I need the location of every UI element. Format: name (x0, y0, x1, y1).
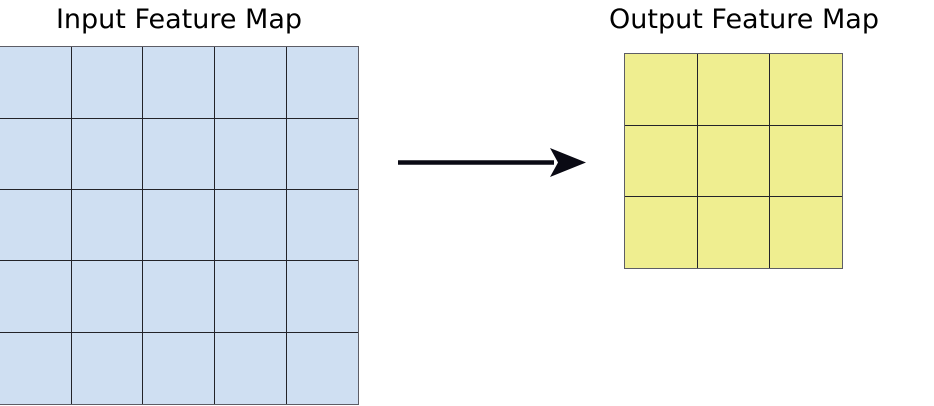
input-feature-map-grid (0, 46, 359, 405)
input-feature-map-cell (142, 331, 216, 405)
arrow-head (550, 148, 586, 177)
input-feature-map-cell (285, 117, 359, 191)
output-feature-map-cell (624, 53, 699, 127)
input-feature-map-cell (285, 331, 359, 405)
input-feature-map-cell (70, 117, 144, 191)
input-feature-map-cell (70, 46, 144, 120)
input-feature-map-cell (142, 46, 216, 120)
output-feature-map-cell (768, 53, 843, 127)
input-feature-map-cell (0, 331, 73, 405)
input-feature-map-cell (0, 260, 73, 334)
input-feature-map-cell (0, 46, 73, 120)
input-feature-map-title: Input Feature Map (55, 4, 303, 35)
output-feature-map-cell (768, 195, 843, 269)
input-feature-map-cell (285, 260, 359, 334)
input-feature-map-cell (214, 260, 288, 334)
input-feature-map-cell (214, 331, 288, 405)
input-feature-map-cell (70, 331, 144, 405)
input-feature-map-cell (0, 189, 73, 262)
output-feature-map-cell (696, 195, 771, 269)
input-feature-map-cell (214, 117, 288, 191)
input-feature-map-cell (70, 189, 144, 262)
input-feature-map-cell (285, 46, 359, 120)
input-feature-map-cell (142, 117, 216, 191)
output-feature-map-cell (696, 124, 771, 198)
right-arrow-icon (398, 148, 586, 177)
output-feature-map-title: Output Feature Map (609, 4, 879, 35)
input-feature-map-cell (0, 117, 73, 191)
input-feature-map-cell (142, 260, 216, 334)
input-feature-map-cell (214, 189, 288, 262)
input-feature-map-cell (142, 189, 216, 262)
input-feature-map-cell (285, 189, 359, 262)
input-feature-map-cell (70, 260, 144, 334)
output-feature-map-cell (768, 124, 843, 198)
output-feature-map-cell (624, 195, 699, 269)
output-feature-map-cell (696, 53, 771, 127)
output-feature-map-grid (624, 53, 843, 269)
output-feature-map-cell (624, 124, 699, 198)
input-feature-map-cell (214, 46, 288, 120)
